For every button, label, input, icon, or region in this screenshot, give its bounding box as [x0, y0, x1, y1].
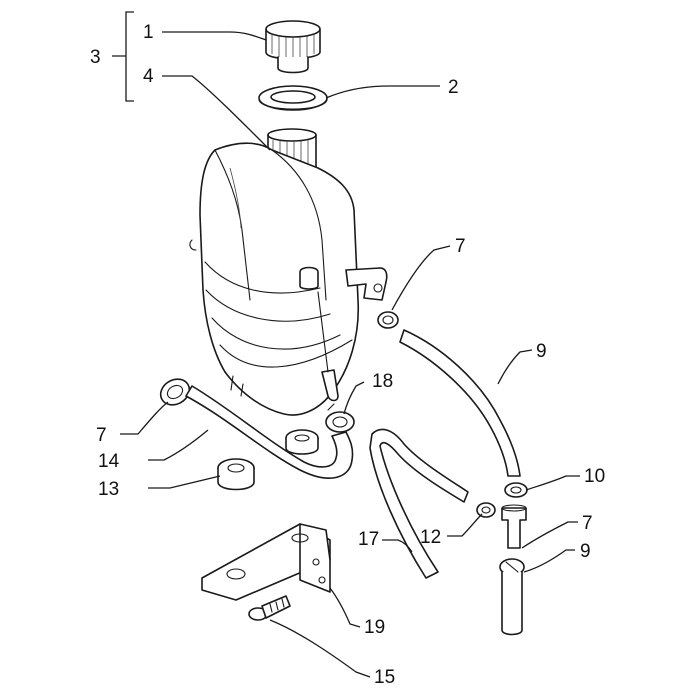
t-connector	[501, 504, 527, 549]
callout-9-upper: 9	[536, 341, 547, 362]
rubber-mount-lower	[217, 458, 255, 491]
clamp-left	[159, 378, 191, 406]
callout-9-lower: 9	[580, 541, 591, 562]
callout-7-left: 7	[96, 425, 107, 446]
filler-cap	[265, 20, 321, 74]
callout-14: 14	[98, 451, 120, 472]
clamp-12	[476, 502, 496, 518]
expansion-tank	[189, 142, 388, 416]
callout-17: 17	[358, 529, 379, 550]
clamp-upper	[377, 311, 399, 329]
callout-2: 2	[448, 77, 459, 98]
group-bracket	[112, 11, 134, 102]
callout-10: 10	[584, 466, 605, 487]
rubber-mount-upper	[285, 429, 319, 455]
bolt-15	[248, 595, 291, 621]
callout-15: 15	[374, 667, 395, 688]
leader-lines	[120, 31, 580, 678]
callout-3: 3	[90, 47, 101, 68]
clamp-18	[325, 403, 355, 433]
hose-17	[369, 428, 469, 579]
bracket-19	[201, 523, 331, 601]
callout-1: 1	[143, 22, 154, 43]
gasket	[258, 85, 328, 111]
hose-9-lower	[499, 558, 525, 636]
callout-13: 13	[98, 479, 119, 500]
hose-14	[185, 385, 354, 479]
hose-9-upper	[399, 329, 521, 477]
callout-7-right: 7	[582, 513, 593, 534]
callout-4: 4	[143, 66, 154, 87]
callout-19: 19	[364, 617, 385, 638]
clamp-10	[504, 482, 528, 498]
callout-7-upper: 7	[455, 236, 466, 257]
callout-18: 18	[372, 371, 393, 392]
callout-12: 12	[420, 527, 441, 548]
